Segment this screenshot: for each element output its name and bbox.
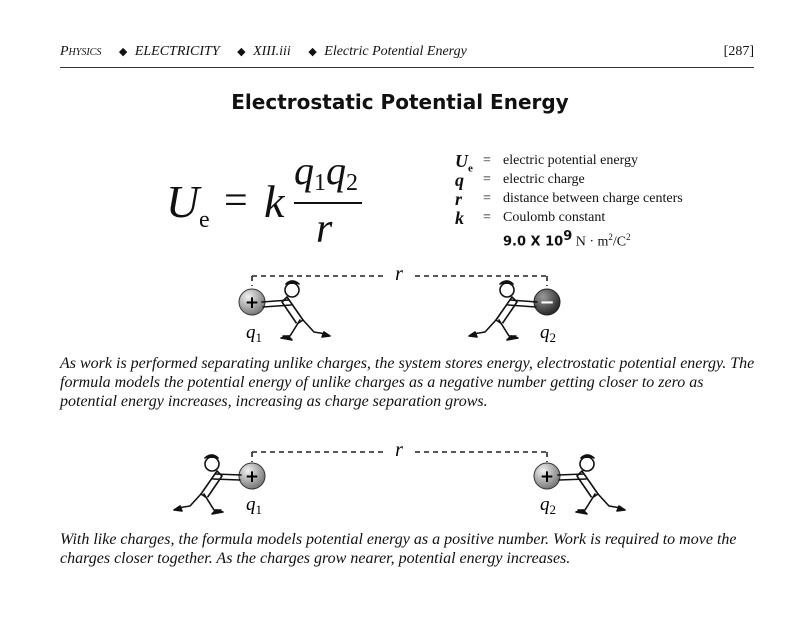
separation-r-label: r: [395, 263, 403, 285]
legend-symbol: k: [455, 208, 464, 228]
formula-U-subscript: e: [199, 207, 210, 233]
constant-units-exponent-2: 2: [626, 232, 631, 242]
legend-desc: electric potential energy: [503, 153, 639, 168]
legend-symbol: Ue: [455, 152, 473, 178]
constant-mantissa: 9.0 X 10: [503, 234, 564, 250]
formula-equals: =: [224, 178, 248, 224]
legend-desc: distance between charge centers: [503, 191, 683, 206]
separation-dashed-line: [251, 451, 548, 462]
separation-r-label: r: [395, 439, 403, 461]
unlike-charges-caption: As work is performed separating unlike c…: [60, 355, 755, 410]
formula-q1-subscript: 1: [314, 170, 326, 196]
legend-desc: Coulomb constant: [503, 210, 606, 225]
header-subject: Physics: [60, 44, 102, 59]
separation-dashed-line: [251, 275, 548, 286]
positive-charge-q1: +: [238, 462, 266, 490]
plus-sign-icon: +: [540, 467, 554, 487]
formula-U: U: [166, 176, 200, 227]
positive-charge-q2: +: [533, 462, 561, 490]
legend-equals: =: [483, 153, 491, 168]
legend-equals: =: [483, 191, 491, 206]
diamond-separator-icon: ◆: [118, 46, 128, 58]
plus-sign-icon: +: [245, 293, 259, 313]
page-number: [287]: [723, 44, 754, 59]
running-header: Physics ◆ ELECTRICITY ◆ XIII.iii ◆ Elect…: [60, 44, 754, 64]
header-chapter: ELECTRICITY: [134, 44, 220, 59]
coulomb-constant-value: 9.0 X 109 N · m2/C2: [503, 229, 631, 251]
stick-figure-icon: [557, 454, 626, 515]
constant-units: N · m: [572, 234, 609, 250]
constant-units-tail: /C: [612, 234, 627, 250]
negative-charge-q2: −: [533, 288, 561, 316]
legend-desc: electric charge: [503, 172, 585, 187]
charge-label-q1: q1: [246, 494, 262, 517]
like-charges-illustration: r + + q1 q2: [0, 438, 800, 523]
charge-label-q2: q2: [540, 494, 556, 517]
constant-exponent: 9: [563, 229, 573, 244]
constant-units-exponent: 2: [608, 232, 613, 242]
header-breadcrumb: Physics ◆ ELECTRICITY ◆ XIII.iii ◆ Elect…: [60, 44, 471, 60]
like-charges-caption: With like charges, the formula models po…: [60, 531, 737, 567]
diamond-separator-icon: ◆: [237, 46, 246, 58]
stick-figure-icon: [468, 280, 538, 341]
header-rule: [60, 67, 754, 68]
charge-label-q1: q1: [246, 322, 262, 345]
formula-numerator: q1q2: [294, 147, 358, 197]
legend-symbol: r: [455, 189, 463, 209]
formula-q2-subscript: 2: [346, 170, 358, 196]
header-section: XIII.iii: [253, 44, 291, 59]
legend-symbol-sub: e: [468, 162, 473, 175]
minus-sign-icon: −: [539, 292, 554, 313]
unlike-charges-illustration: r + − q1 q: [0, 262, 800, 350]
charge-label-q2: q2: [540, 322, 556, 345]
legend-equals: =: [483, 172, 491, 187]
formula-denominator: r: [316, 206, 333, 252]
stick-figure-icon: [173, 454, 242, 515]
positive-charge-q1: +: [238, 288, 266, 316]
page-title: Electrostatic Potential Energy: [231, 90, 569, 114]
legend-equals: =: [483, 210, 491, 225]
legend-symbol-main: U: [455, 151, 468, 171]
potential-energy-formula: U e = k q1q2 r: [166, 145, 376, 255]
header-topic: Electric Potential Energy: [324, 44, 467, 59]
formula-k: k: [264, 176, 285, 227]
plus-sign-icon: +: [245, 467, 259, 487]
legend-symbol: q: [455, 170, 464, 190]
formula-q2: q: [326, 148, 346, 193]
fraction-bar: [294, 202, 362, 204]
stick-figure-icon: [261, 280, 331, 341]
diamond-separator-icon: ◆: [308, 46, 317, 58]
formula-q1: q: [294, 148, 314, 193]
